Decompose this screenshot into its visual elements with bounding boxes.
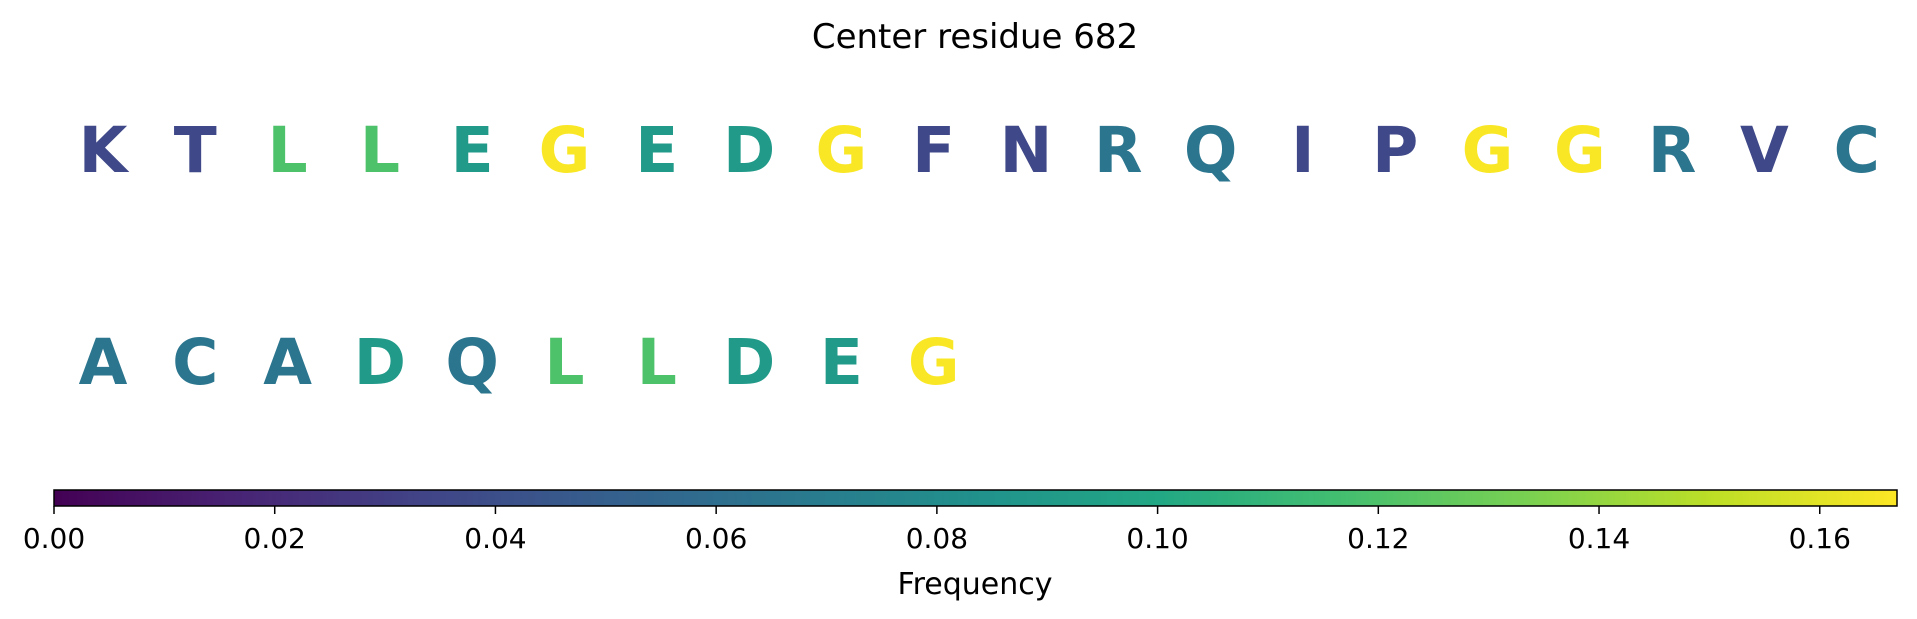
colorbar-gradient — [54, 490, 1897, 506]
residue-letter: R — [1094, 114, 1143, 187]
colorbar-tick-label: 0.16 — [1789, 522, 1851, 555]
colorbar-tick-label: 0.04 — [464, 522, 526, 555]
colorbar-tick-label: 0.10 — [1126, 522, 1188, 555]
colorbar-ticks: 0.00 0.02 0.04 0.06 0.08 0.10 0.12 0.14 0.16 — [23, 506, 1851, 555]
residue-letter: L — [637, 326, 677, 399]
colorbar-tick-label: 0.08 — [906, 522, 968, 555]
residue-letter: G — [539, 114, 591, 187]
residue-letter: N — [1000, 114, 1053, 187]
colorbar-label: Frequency — [898, 567, 1053, 602]
colorbar-tick-label: 0.06 — [685, 522, 747, 555]
residue-letter: E — [635, 114, 678, 187]
residue-letter: Q — [445, 326, 499, 399]
residue-letter: C — [1834, 114, 1880, 187]
colorbar-tick-label: 0.00 — [23, 522, 85, 555]
residue-letter: K — [79, 114, 130, 187]
colorbar: 0.00 0.02 0.04 0.06 0.08 0.10 0.12 0.14 0.16 Fre… — [23, 489, 1898, 602]
residue-letter: G — [1462, 114, 1514, 187]
residue-letter: L — [360, 114, 400, 187]
residue-letter: L — [268, 114, 308, 187]
residue-letter: A — [79, 326, 128, 399]
residue-letter: F — [912, 114, 955, 187]
residue-letter: A — [263, 326, 312, 399]
residue-letter: E — [820, 326, 863, 399]
residue-letter: G — [1554, 114, 1606, 187]
residue-letter: P — [1372, 114, 1418, 187]
residue-letter: G — [816, 114, 868, 187]
residue-letter: I — [1291, 114, 1314, 187]
colorbar-tick-label: 0.02 — [244, 522, 306, 555]
residue-letter: Q — [1184, 114, 1238, 187]
colorbar-frame — [53, 489, 1898, 507]
residue-letter: D — [723, 326, 775, 399]
residue-letter: G — [908, 326, 960, 399]
residue-letter: D — [723, 114, 775, 187]
colorbar-tick-label: 0.12 — [1347, 522, 1409, 555]
colorbar-tick-label: 0.14 — [1568, 522, 1630, 555]
residue-letter: R — [1648, 114, 1697, 187]
residue-letter: T — [174, 114, 217, 187]
chart-title: Center residue 682 — [812, 17, 1138, 57]
residue-letter: E — [451, 114, 494, 187]
residue-letter: V — [1740, 114, 1789, 187]
residue-letter: L — [544, 326, 584, 399]
residue-letter: C — [172, 326, 218, 399]
residue-letter: D — [354, 326, 406, 399]
